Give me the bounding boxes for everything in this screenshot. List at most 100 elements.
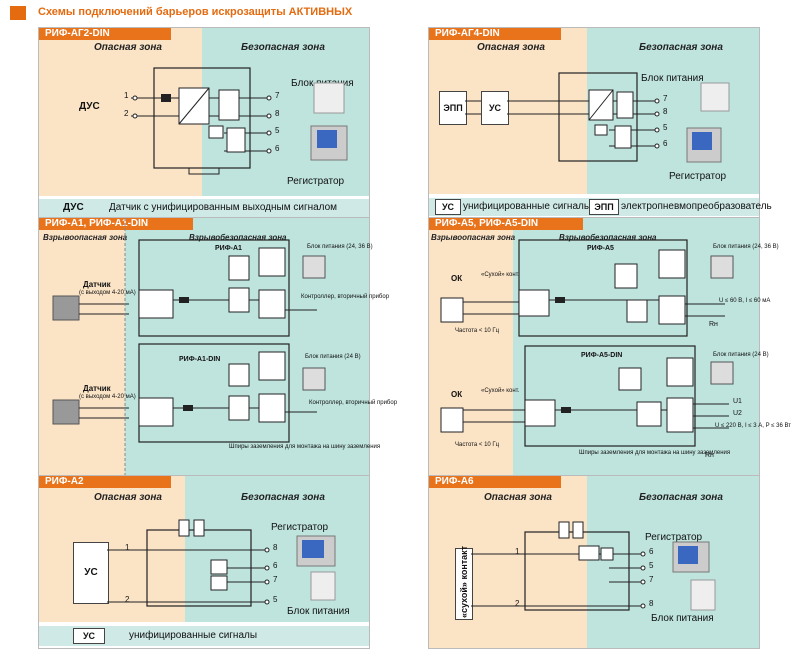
circuit-diagram bbox=[471, 521, 716, 611]
panel-rif-a1: РИФ-А1, РИФ-А1-DIN Взрывоопасная зона Вз… bbox=[38, 217, 397, 477]
terminal-2: 2 bbox=[515, 599, 520, 608]
panel-rif-ag2-din: РИФ-АГ2-DIN Опасная зона Безопасная зона… bbox=[38, 27, 370, 219]
legend-text: унифицированные сигналы bbox=[129, 630, 258, 641]
terminal-7: 7 bbox=[663, 94, 668, 103]
sensor1-label: Датчик bbox=[83, 280, 111, 289]
recorder-label: Регистратор bbox=[287, 176, 345, 187]
freq2-label: Частота < 10 Гц bbox=[455, 442, 500, 448]
page-title: Схемы подключений барьеров искрозащиты А… bbox=[38, 6, 353, 18]
power-label: Блок питания bbox=[641, 73, 704, 84]
circuit-diagram bbox=[131, 67, 348, 175]
panel-header: РИФ-АГ2-DIN bbox=[39, 28, 171, 40]
u1-label: U1 bbox=[733, 398, 742, 405]
terminal-1: 1 bbox=[124, 91, 129, 100]
power1-label: Блок питания (24, 36 В) bbox=[713, 244, 779, 250]
legend: УС унифицированные сигналы ЭПП электропн… bbox=[429, 198, 772, 216]
panel-rif-a2: РИФ-А2 Опасная зона Безопасная зона УС Р… bbox=[38, 475, 370, 649]
rload2-label: Rн bbox=[705, 452, 714, 459]
terminal-5: 5 bbox=[275, 126, 280, 135]
sensor-label: ДУС bbox=[79, 101, 100, 112]
terminal-5: 5 bbox=[649, 561, 654, 570]
explosive-zone-label: Взрывоопасная зона bbox=[431, 233, 516, 242]
terminal-6: 6 bbox=[649, 547, 654, 556]
u2-label: U2 bbox=[733, 410, 742, 417]
panel-rif-ag4-din: РИФ-АГ4-DIN Опасная зона Безопасная зона… bbox=[428, 27, 772, 219]
legend-epp: ЭПП bbox=[589, 199, 619, 215]
spec1-label: U ≤ 60 В, I ≤ 60 мА bbox=[719, 298, 771, 304]
explosive-zone-label: Взрывоопасная зона bbox=[43, 233, 128, 242]
terminal-5: 5 bbox=[273, 595, 278, 604]
panel-header: РИФ-А5, РИФ-А5-DIN bbox=[429, 218, 583, 230]
panel-header: РИФ-А1, РИФ-А1-DIN bbox=[39, 218, 193, 230]
circuit-diagram bbox=[52, 218, 326, 476]
controller1-label: Контроллер, вторичный прибор bbox=[301, 294, 390, 300]
legend-abbr: УС bbox=[73, 628, 105, 644]
terminal-8: 8 bbox=[649, 599, 654, 608]
ok2-label: ОК bbox=[451, 390, 463, 399]
panel-rif-a5: РИФ-А5, РИФ-А5-DIN Взрывоопасная зона Вз… bbox=[428, 217, 791, 477]
terminal-7: 7 bbox=[273, 575, 278, 584]
terminal-6: 6 bbox=[275, 144, 280, 153]
controller2-label: Контроллер, вторичный прибор bbox=[309, 400, 398, 406]
sensor2-label: Датчик bbox=[83, 384, 111, 393]
device2-label: РИФ-А1-DIN bbox=[179, 356, 221, 363]
legend-text: Датчик с унифицированным выходным сигнал… bbox=[109, 202, 338, 213]
power-label: Блок питания bbox=[287, 606, 350, 617]
device2-label: РИФ-А5-DIN bbox=[581, 352, 623, 359]
circuit-diagram bbox=[107, 519, 336, 607]
terminal-7: 7 bbox=[649, 575, 654, 584]
terminal-7: 7 bbox=[275, 91, 280, 100]
bus-note: Шпиры заземления для монтажа на шину заз… bbox=[579, 450, 731, 456]
terminal-2: 2 bbox=[124, 109, 129, 118]
us-box: УС bbox=[481, 91, 509, 125]
legend: ДУС Датчик с унифицированным выходным си… bbox=[39, 199, 369, 217]
terminal-6: 6 bbox=[663, 139, 668, 148]
terminal-8: 8 bbox=[663, 107, 668, 116]
power-label: Блок питания bbox=[651, 613, 714, 624]
safe-zone-label: Безопасная зона bbox=[639, 492, 723, 503]
safe-zone-label: Безопасная зона bbox=[639, 42, 723, 53]
circuit-diagram bbox=[465, 72, 730, 163]
us-box: УС bbox=[73, 542, 109, 604]
dry-contact1-label: «Сухой» конт. bbox=[481, 272, 520, 278]
power2-label: Блок питания (24 В) bbox=[305, 354, 361, 360]
terminal-5: 5 bbox=[663, 123, 668, 132]
device1-label: РИФ-А5 bbox=[587, 245, 614, 252]
bus-note: Шпиры заземления для монтажа на шину заз… bbox=[229, 444, 381, 450]
terminal-2: 2 bbox=[125, 595, 130, 604]
terminal-1: 1 bbox=[125, 543, 130, 552]
danger-zone-label: Опасная зона bbox=[484, 492, 552, 503]
recorder-label: Регистратор bbox=[669, 171, 727, 182]
legend-us: УС bbox=[435, 199, 461, 215]
freq1-label: Частота < 10 Гц bbox=[455, 328, 500, 334]
sensor1-note: (с выходом 4-20 мА) bbox=[79, 290, 136, 296]
danger-zone-label: Опасная зона bbox=[477, 42, 545, 53]
logo-icon bbox=[10, 6, 26, 20]
power2-label: Блок питания (24 В) bbox=[713, 352, 769, 358]
device1-label: РИФ-А1 bbox=[215, 245, 242, 252]
recorder-label: Регистратор bbox=[645, 532, 703, 543]
danger-zone bbox=[429, 218, 513, 476]
recorder-label: Регистратор bbox=[271, 522, 329, 533]
terminal-8: 8 bbox=[275, 109, 280, 118]
panel-header: РИФ-АГ4-DIN bbox=[429, 28, 561, 40]
danger-zone-label: Опасная зона bbox=[94, 492, 162, 503]
safe-zone bbox=[587, 28, 759, 194]
panel-header: РИФ-А2 bbox=[39, 476, 171, 488]
safe-zone-label: Безопасная зона bbox=[241, 492, 325, 503]
legend-epp-text: электропневмопреобразователь bbox=[621, 201, 772, 212]
terminal-1: 1 bbox=[515, 547, 520, 556]
rload1-label: Rн bbox=[709, 321, 718, 328]
legend: УС унифицированные сигналы bbox=[39, 626, 369, 646]
ok1-label: ОК bbox=[451, 274, 463, 283]
panel-header: РИФ-А6 bbox=[429, 476, 561, 488]
terminal-6: 6 bbox=[273, 561, 278, 570]
explosafe-zone-label: Взрывобезопасная зона bbox=[559, 233, 657, 242]
legend-us-text: унифицированные сигналы bbox=[463, 201, 592, 212]
danger-zone bbox=[39, 476, 185, 622]
sensor2-note: (с выходом 4-20 мА) bbox=[79, 394, 136, 400]
explosafe-zone-label: Взрывобезопасная зона bbox=[189, 233, 287, 242]
legend-abbr: ДУС bbox=[63, 202, 84, 213]
circuit-diagram bbox=[440, 239, 734, 447]
safe-zone bbox=[185, 476, 369, 622]
